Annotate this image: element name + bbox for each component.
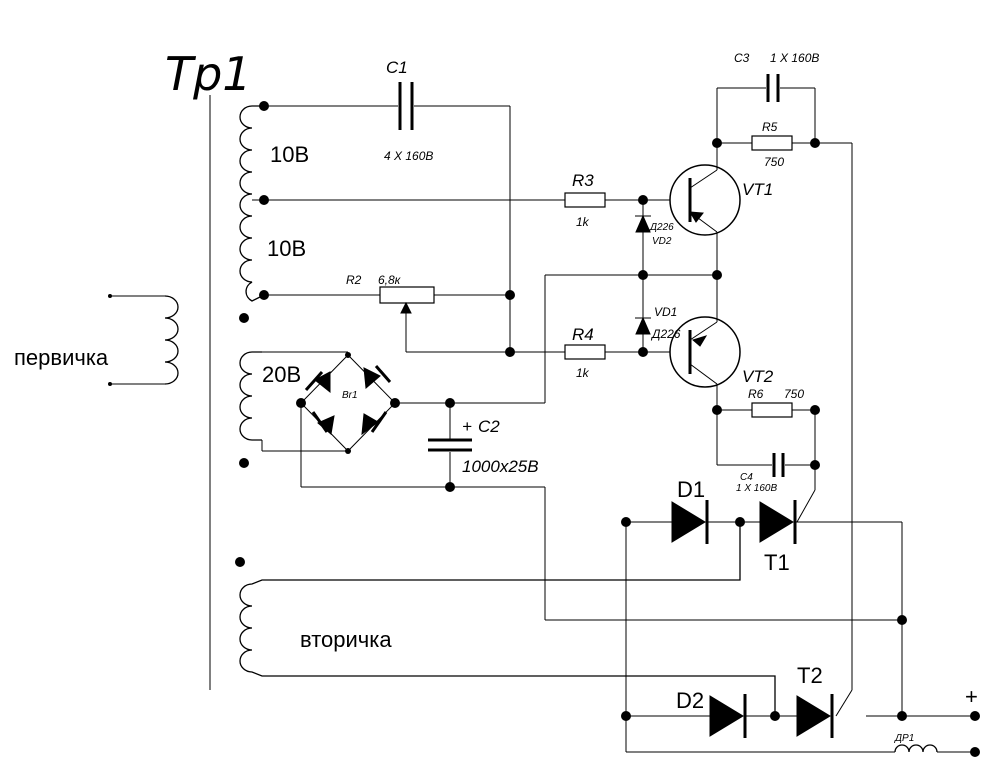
vd1-name: VD1 [654, 305, 677, 319]
d1-t1-row [626, 500, 903, 716]
c2-plus-node [445, 398, 455, 408]
junction-r2-wiper [505, 347, 515, 357]
c3-value: 1 X 160В [770, 51, 819, 65]
r2-potentiometer [264, 286, 565, 353]
r5-value: 750 [764, 155, 784, 169]
c2-minus-node [445, 482, 455, 492]
junction-d2-t2 [770, 711, 780, 721]
br1-bridge [261, 351, 545, 487]
r3-resistor [264, 192, 690, 208]
output-plus-terminal [970, 711, 980, 721]
c4-r6-network [716, 402, 816, 523]
bridge-node-plus [390, 398, 400, 408]
secondary-label: вторичка [300, 627, 392, 652]
junction-d2-anode [621, 711, 631, 721]
isolated-node-1 [239, 313, 249, 323]
junction-r5-right [810, 138, 820, 148]
r6-name: R6 [748, 387, 764, 401]
r4-name: R4 [572, 325, 594, 344]
d2-t2-row [625, 522, 975, 753]
tap1-label: 10В [270, 142, 309, 167]
dr1-name: ДР1 [894, 733, 914, 744]
output-plus-label: + [965, 684, 978, 709]
vd2-type: Д226 [649, 222, 674, 233]
br1-name: Br1 [342, 390, 358, 401]
junction-vt1-collector [712, 138, 722, 148]
junction-output [897, 711, 907, 721]
t1-name: T1 [764, 550, 790, 575]
r4-value: 1k [576, 366, 590, 380]
winding-20v [239, 351, 262, 441]
c3-r5-network [716, 74, 853, 717]
vd1-diode [635, 275, 651, 352]
r3-name: R3 [572, 171, 594, 190]
bridge-node-top [345, 352, 351, 358]
c3-name: C3 [734, 51, 750, 65]
r2-value: 6,8к [378, 273, 402, 287]
isolated-node-2 [239, 458, 249, 468]
transformer-title: Tp1 [165, 47, 252, 101]
vt2-transistor [669, 275, 741, 410]
vt1-transistor [669, 143, 741, 275]
r3-value: 1k [576, 215, 590, 229]
vt1-name: VT1 [742, 180, 773, 199]
vd2-diode [635, 200, 651, 275]
junction-vt2-collector [712, 405, 722, 415]
vt2-name: VT2 [742, 367, 774, 386]
t2-name: T2 [797, 663, 823, 688]
bridge-node-minus [296, 398, 306, 408]
c2-value: 1000x25В [462, 457, 539, 476]
c4-value: 1 X 160В [736, 483, 777, 494]
bridge-node-bottom [345, 448, 351, 454]
junction-d1-t1 [735, 517, 745, 527]
r6-value: 750 [784, 387, 804, 401]
c1-value: 4 X 160В [384, 149, 433, 163]
tap3-label: 20В [262, 362, 301, 387]
vd1-type: Д226 [650, 327, 681, 341]
isolated-node-3 [235, 557, 245, 567]
secondary-tapped-winding [239, 105, 265, 302]
tap2-label: 10В [267, 236, 306, 261]
c2-name: C2 [478, 417, 500, 436]
junction-c2-return [897, 615, 907, 625]
c4-name: C4 [740, 472, 753, 483]
junction-r6-right [810, 405, 820, 415]
c1-capacitor [264, 82, 511, 352]
primary-label: первичка [14, 345, 109, 370]
vd2-name: VD2 [652, 236, 672, 247]
output-minus-terminal [970, 747, 980, 757]
r5-name: R5 [762, 120, 778, 134]
junction-c4-right [810, 460, 820, 470]
c2-polarity: + [462, 417, 472, 436]
d1-name: D1 [677, 477, 705, 502]
d2-name: D2 [676, 688, 704, 713]
primary-winding [108, 294, 179, 386]
dr1-choke [894, 744, 975, 753]
power-winding [239, 522, 776, 716]
c2-capacitor [301, 403, 902, 621]
c1-name: C1 [386, 58, 408, 77]
r2-name: R2 [346, 273, 362, 287]
